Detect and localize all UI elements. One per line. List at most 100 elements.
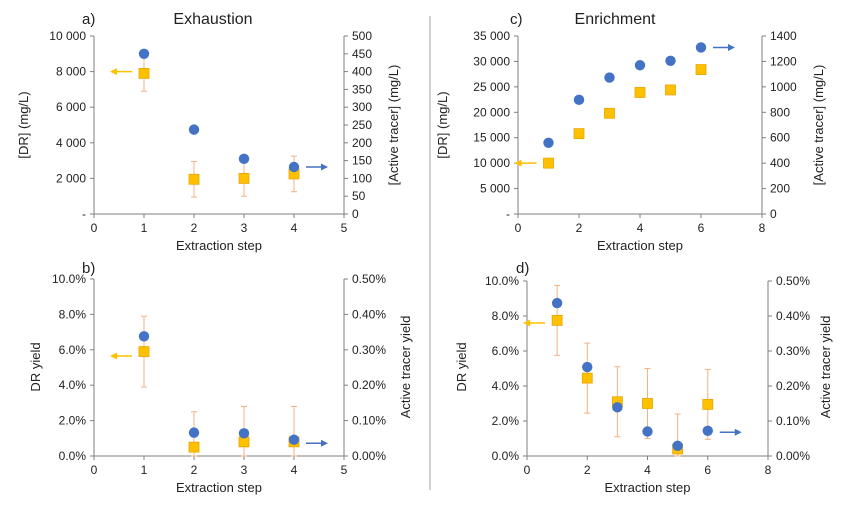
- tracer-point: [573, 94, 585, 106]
- x-tick-label: 5: [341, 221, 348, 235]
- y-tick-label: -: [82, 207, 86, 221]
- tracer-point: [138, 48, 150, 59]
- dr-point: [138, 67, 150, 79]
- y-tick-label: 4.0%: [492, 379, 520, 393]
- y-tick-label: 20 000: [473, 105, 510, 119]
- y2-tick-label: 350: [352, 82, 372, 96]
- x-tick-label: 0: [515, 221, 522, 235]
- x-tick-label: 8: [759, 221, 766, 235]
- y2-tick-label: 500: [352, 29, 372, 43]
- y2-tick-label: 0.10%: [352, 414, 386, 428]
- tracer-point: [604, 72, 615, 83]
- x-tick-label: 3: [241, 221, 248, 235]
- dr-point: [695, 64, 707, 75]
- tracer-point: [695, 42, 707, 53]
- y-axis-label: [DR] (mg/L): [16, 91, 31, 158]
- x-tick-label: 0: [91, 463, 98, 477]
- dr-point: [581, 372, 593, 384]
- axis-arrow-right-head: [734, 428, 742, 436]
- tracer-point: [551, 297, 563, 309]
- tracer-point: [702, 425, 713, 436]
- y-tick-label: 0.0%: [492, 449, 520, 463]
- y-tick-label: 4 000: [56, 136, 86, 150]
- panel-label: c): [510, 11, 523, 28]
- panel-label: b): [82, 260, 95, 277]
- x-axis-label: Extraction step: [176, 238, 262, 253]
- y-tick-label: 25 000: [473, 80, 510, 94]
- dr-point: [138, 346, 150, 357]
- y-tick-label: 5 000: [480, 182, 510, 196]
- tracer-point: [543, 137, 554, 148]
- dr-point: [543, 157, 554, 169]
- x-tick-label: 4: [644, 463, 651, 477]
- x-tick-label: 3: [241, 463, 248, 477]
- dr-point: [604, 107, 615, 119]
- x-tick-label: 2: [191, 463, 198, 477]
- x-axis-label: Extraction step: [605, 480, 691, 495]
- x-tick-label: 6: [698, 221, 705, 235]
- axis-arrow-left-head: [523, 319, 531, 327]
- x-tick-label: 0: [524, 463, 531, 477]
- y-axis-label: [DR] (mg/L): [435, 91, 450, 158]
- y2-tick-label: 1200: [770, 54, 797, 68]
- x-tick-label: 4: [291, 221, 298, 235]
- tracer-point: [188, 124, 200, 135]
- x-axis-label: Extraction step: [176, 480, 262, 495]
- panel-label: a): [82, 11, 95, 28]
- x-tick-label: 6: [704, 463, 711, 477]
- y2-tick-label: 0.30%: [352, 343, 386, 357]
- y-tick-label: 6 000: [56, 100, 86, 114]
- y-tick-label: 35 000: [473, 29, 510, 43]
- y2-axis-label: [Active tracer] (mg/L): [386, 65, 401, 186]
- x-tick-label: 5: [341, 463, 348, 477]
- tracer-point: [582, 361, 593, 373]
- y-tick-label: 15 000: [473, 131, 510, 145]
- y-tick-label: 4.0%: [59, 378, 87, 392]
- y-axis-label: DR yield: [28, 342, 43, 391]
- y-tick-label: 8.0%: [59, 307, 87, 321]
- y-tick-label: 2.0%: [492, 414, 520, 428]
- y2-tick-label: 400: [352, 65, 372, 79]
- tracer-point: [672, 440, 683, 452]
- y2-tick-label: 0.20%: [352, 378, 386, 392]
- y2-tick-label: 400: [770, 156, 790, 170]
- y2-tick-label: 450: [352, 47, 372, 61]
- y-tick-label: 30 000: [473, 54, 510, 68]
- x-tick-label: 1: [141, 221, 148, 235]
- x-tick-label: 8: [765, 463, 772, 477]
- axis-arrow-left-head: [110, 352, 117, 360]
- x-tick-label: 2: [576, 221, 583, 235]
- y-tick-label: 6.0%: [59, 343, 87, 357]
- y-tick-label: 2.0%: [59, 414, 87, 428]
- x-tick-label: 2: [191, 221, 198, 235]
- x-tick-label: 2: [584, 463, 591, 477]
- dr-point: [665, 84, 676, 96]
- dr-point: [573, 128, 585, 140]
- y-tick-label: 10.0%: [485, 274, 519, 288]
- axis-arrow-left-head: [110, 68, 117, 76]
- y-tick-label: 10.0%: [52, 272, 86, 286]
- y2-tick-label: 0.50%: [352, 272, 386, 286]
- x-tick-label: 4: [291, 463, 298, 477]
- y2-tick-label: 800: [770, 105, 790, 119]
- y-tick-label: 6.0%: [492, 344, 520, 358]
- y-tick-label: 8 000: [56, 65, 86, 79]
- panel-label: d): [516, 260, 529, 277]
- y2-tick-label: 50: [352, 189, 366, 203]
- y2-tick-label: 0.20%: [776, 379, 810, 393]
- y2-tick-label: 0.50%: [776, 274, 810, 288]
- y2-tick-label: 300: [352, 100, 372, 114]
- y2-tick-label: 200: [352, 136, 372, 150]
- y2-tick-label: 1000: [770, 80, 797, 94]
- chart-title: Exhaustion: [173, 11, 252, 28]
- dr-point: [551, 314, 563, 326]
- x-tick-label: 4: [637, 221, 644, 235]
- y-tick-label: 0.0%: [59, 449, 87, 463]
- tracer-point: [634, 60, 646, 71]
- y2-tick-label: 0.40%: [776, 309, 810, 323]
- y-tick-label: -: [506, 207, 510, 221]
